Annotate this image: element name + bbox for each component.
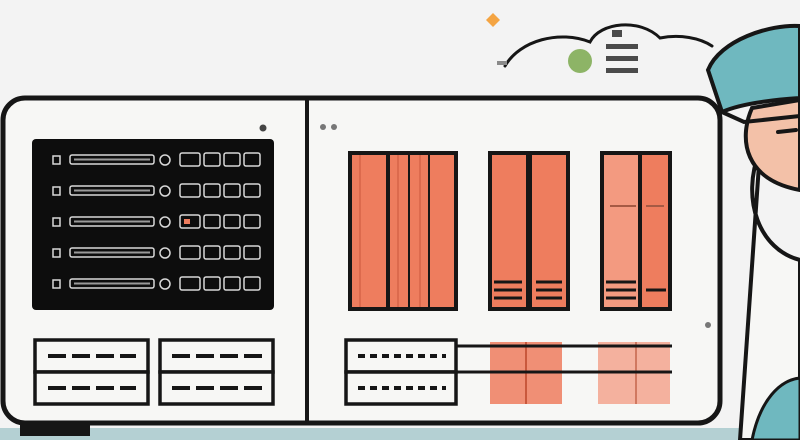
screen-row bbox=[52, 152, 261, 167]
right-indicator-dot-3 bbox=[705, 322, 711, 328]
drive-bay-2 bbox=[488, 151, 570, 311]
drive-bay-3 bbox=[600, 151, 672, 311]
screen-row bbox=[52, 276, 261, 291]
character bbox=[705, 23, 800, 440]
character-eye bbox=[776, 128, 798, 134]
left-vent-2 bbox=[33, 370, 150, 406]
drive-bay-1 bbox=[348, 151, 458, 311]
right-indicator-dot-2 bbox=[331, 124, 337, 130]
cloud-dash bbox=[497, 61, 507, 65]
left-vent-4 bbox=[158, 370, 275, 406]
status-dot-icon bbox=[568, 49, 592, 73]
left-vent-3 bbox=[158, 338, 275, 374]
floor-shadow bbox=[0, 428, 800, 440]
right-vent-2 bbox=[344, 370, 458, 406]
screen-row bbox=[52, 214, 261, 229]
control-screen bbox=[32, 139, 274, 310]
accent-dot-icon bbox=[486, 13, 500, 27]
list-icon bbox=[606, 30, 638, 73]
screen-row bbox=[52, 183, 261, 198]
character-hat bbox=[705, 23, 800, 115]
right-indicator-dot-1 bbox=[320, 124, 326, 130]
screen-rows bbox=[52, 152, 261, 291]
character-body bbox=[737, 149, 800, 440]
cloud-icon bbox=[503, 23, 714, 68]
right-vent-1 bbox=[344, 338, 458, 374]
character-hat-brim bbox=[721, 110, 800, 125]
left-vent-1 bbox=[33, 338, 150, 374]
left-indicator-dot bbox=[259, 124, 267, 132]
screen-row bbox=[52, 245, 261, 260]
